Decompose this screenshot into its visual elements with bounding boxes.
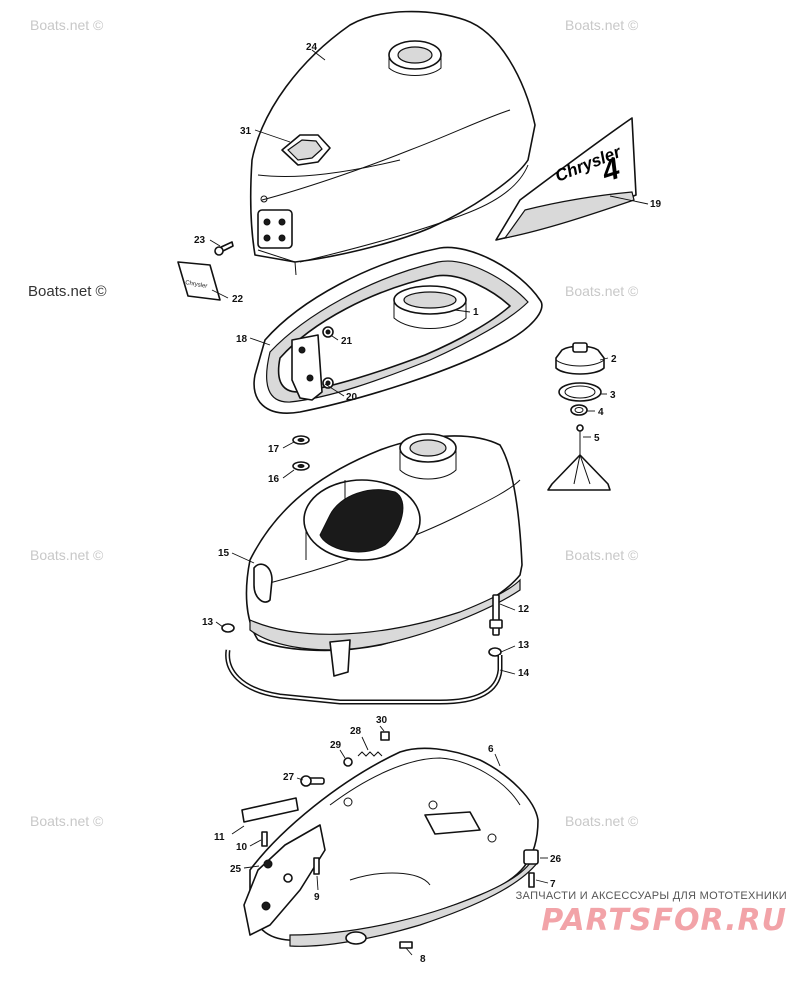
fuel-cap-assembly[interactable] <box>547 342 611 491</box>
clip-13-right[interactable] <box>488 647 502 657</box>
callout-19: 19 <box>650 199 662 210</box>
watermarks: Boats.net © Boats.net © Boats.net © Boat… <box>28 17 639 829</box>
spring-28[interactable] <box>357 751 383 757</box>
callout-5: 5 <box>594 433 600 444</box>
callout-26: 26 <box>550 854 562 865</box>
callout-8: 8 <box>420 954 426 965</box>
bracket-25[interactable] <box>243 824 326 936</box>
callout-2: 2 <box>611 354 617 365</box>
watermark-5: Boats.net © <box>565 547 639 563</box>
callout-11: 11 <box>214 832 225 843</box>
callout-18: 18 <box>236 334 248 345</box>
watermark-6: Boats.net © <box>30 813 104 829</box>
watermark-main: Boats.net © <box>28 283 107 300</box>
callout-27: 27 <box>283 772 295 783</box>
callout-29: 29 <box>330 740 342 751</box>
washer-16[interactable] <box>292 461 310 471</box>
stud-12[interactable] <box>489 594 503 636</box>
callout-28: 28 <box>350 726 362 737</box>
clip-13-left[interactable] <box>221 623 235 633</box>
callout-30: 30 <box>376 715 388 726</box>
callout-20: 20 <box>346 392 358 403</box>
callout-17: 17 <box>268 444 280 455</box>
callout-31: 31 <box>240 126 252 137</box>
watermark-2: Boats.net © <box>565 17 639 33</box>
callout-7: 7 <box>550 879 556 890</box>
callout-6: 6 <box>488 744 494 755</box>
nut-30[interactable] <box>380 731 390 741</box>
callout-22: 22 <box>232 294 244 305</box>
callout-10: 10 <box>236 842 248 853</box>
label-brand-text: Chrysler <box>185 280 208 290</box>
watermark-1: Boats.net © <box>30 17 104 33</box>
screw-10[interactable] <box>261 831 268 847</box>
callout-16: 16 <box>268 474 280 485</box>
watermark-7: Boats.net © <box>565 813 639 829</box>
callout-23: 23 <box>194 235 206 246</box>
screw-23[interactable] <box>214 241 234 256</box>
screw-7[interactable] <box>528 872 535 888</box>
callout-1: 1 <box>473 307 479 318</box>
watermark-3: Boats.net © <box>565 283 639 299</box>
leader-lines <box>209 49 649 956</box>
callout-14: 14 <box>518 668 530 679</box>
motor-cover-upper[interactable] <box>249 10 536 276</box>
callout-12: 12 <box>518 604 530 615</box>
label-plate[interactable]: Chrysler <box>177 261 221 301</box>
washer-17[interactable] <box>292 435 310 445</box>
pin-11[interactable] <box>241 797 299 823</box>
screw-9[interactable] <box>313 857 320 875</box>
callout-15: 15 <box>218 548 230 559</box>
callout-25: 25 <box>230 864 242 875</box>
lower-pan[interactable] <box>249 747 539 949</box>
latch-wire[interactable] <box>225 649 503 705</box>
seal-frame[interactable] <box>253 246 543 414</box>
callouts: 24 31 1 2 3 4 5 19 23 22 18 21 20 17 16 … <box>194 42 662 965</box>
bolt-27[interactable] <box>300 775 325 787</box>
callout-9: 9 <box>314 892 320 903</box>
callout-3: 3 <box>610 390 616 401</box>
callout-4: 4 <box>598 407 604 418</box>
banner-caption: ЗАПЧАСТИ И АКСЕССУАРЫ ДЛЯ МОТОТЕХНИКИ <box>515 890 787 902</box>
banner-logo[interactable]: PARTSFOR.RU <box>541 903 787 938</box>
watermark-4: Boats.net © <box>30 547 104 563</box>
washer-29[interactable] <box>343 757 353 767</box>
callout-21: 21 <box>341 336 353 347</box>
callout-13-left: 13 <box>202 617 214 628</box>
callout-13-right: 13 <box>518 640 530 651</box>
callout-24: 24 <box>306 42 318 53</box>
motor-cover-middle[interactable] <box>245 433 523 677</box>
cap-26[interactable] <box>523 849 539 865</box>
